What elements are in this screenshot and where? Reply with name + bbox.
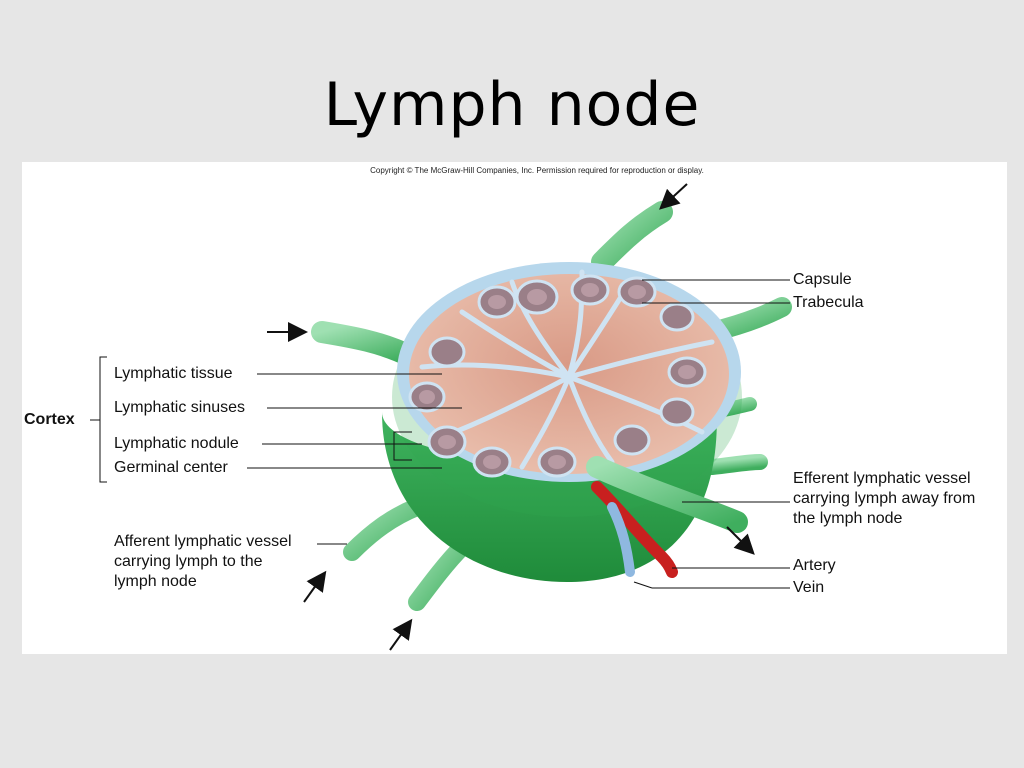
label-germinal-center: Germinal center bbox=[114, 459, 228, 476]
label-artery: Artery bbox=[793, 557, 836, 574]
lymph-node-diagram bbox=[90, 183, 792, 651]
slide-title: Lymph node bbox=[323, 70, 701, 140]
label-efferent-vessel: Efferent lymphatic vessel carrying lymph… bbox=[793, 470, 976, 527]
lymph-node-figure: Copyright © The McGraw-Hill Companies, I… bbox=[22, 162, 1007, 654]
hilum-vessels bbox=[586, 456, 748, 578]
flow-arrows bbox=[267, 183, 755, 651]
lymphatic-sinuses bbox=[419, 269, 715, 470]
label-cortex: Cortex bbox=[24, 411, 75, 428]
leader-lines bbox=[90, 279, 790, 589]
copyright-notice: Copyright © The McGraw-Hill Companies, I… bbox=[370, 166, 704, 175]
label-capsule: Capsule bbox=[793, 271, 852, 288]
label-vein: Vein bbox=[793, 579, 825, 596]
label-lymphatic-nodule: Lymphatic nodule bbox=[114, 435, 239, 452]
lymphatic-nodules bbox=[408, 274, 707, 478]
label-afferent-vessel: Afferent lymphatic vessel carrying lymph… bbox=[114, 533, 292, 590]
label-lymphatic-sinuses: Lymphatic sinuses bbox=[114, 399, 246, 416]
label-trabecula: Trabecula bbox=[793, 294, 864, 311]
label-lymphatic-tissue: Lymphatic tissue bbox=[114, 365, 233, 382]
